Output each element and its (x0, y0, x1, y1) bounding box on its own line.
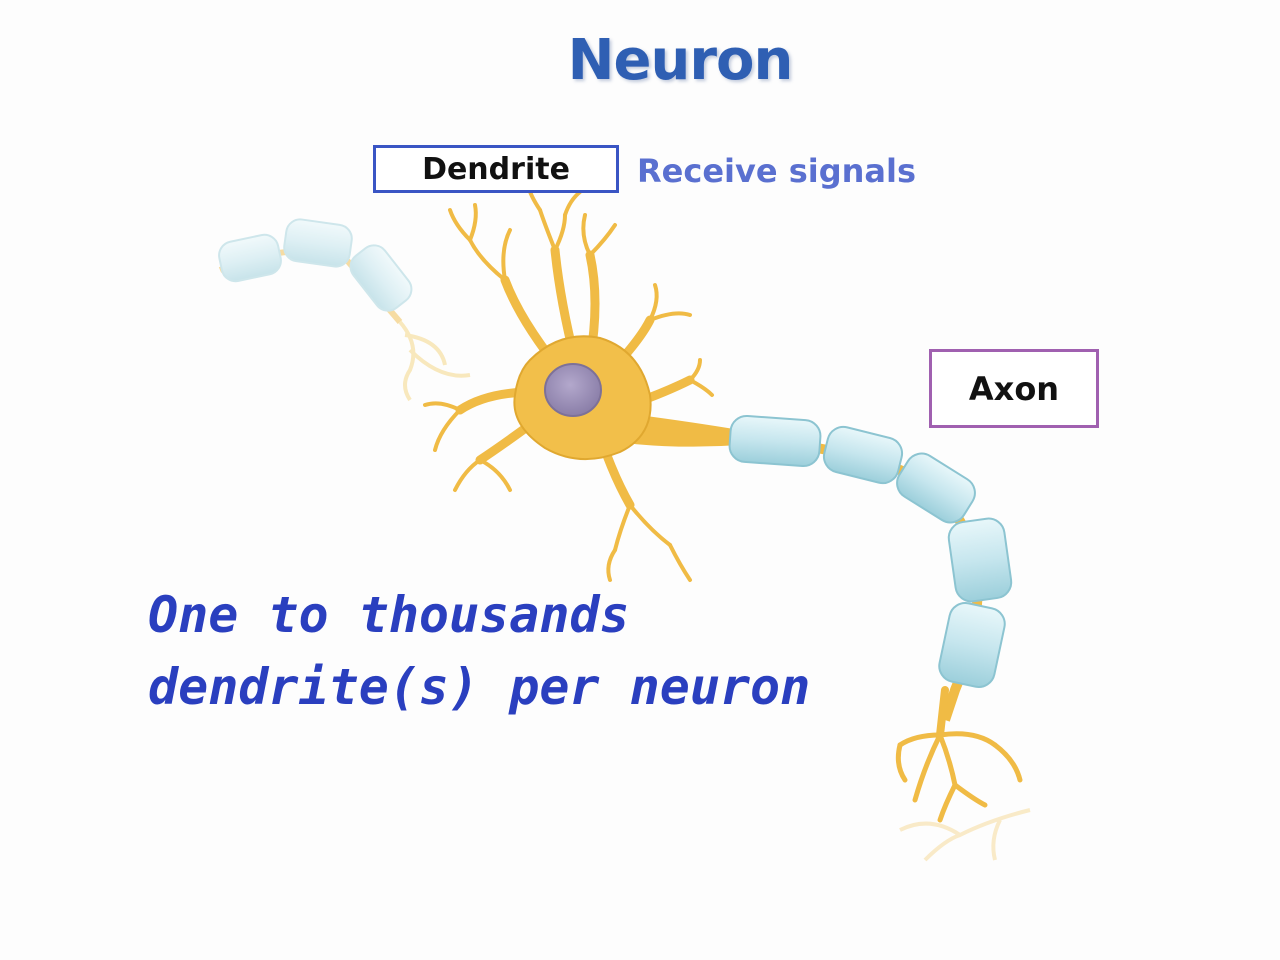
note-line-2: dendrite(s) per neuron (148, 658, 811, 716)
axon-terminal (895, 686, 1023, 823)
postsynaptic-faded (899, 808, 1031, 862)
nucleus (544, 363, 602, 417)
presynaptic-axon (218, 218, 471, 402)
myelin-sheaths (728, 414, 1013, 688)
page-title: Neuron (567, 28, 794, 93)
dendrite-description: Receive signals (637, 152, 916, 190)
axon-label: Axon (929, 349, 1099, 428)
dendrite-label: Dendrite (373, 145, 619, 193)
note-line-1: One to thousands (148, 586, 630, 644)
